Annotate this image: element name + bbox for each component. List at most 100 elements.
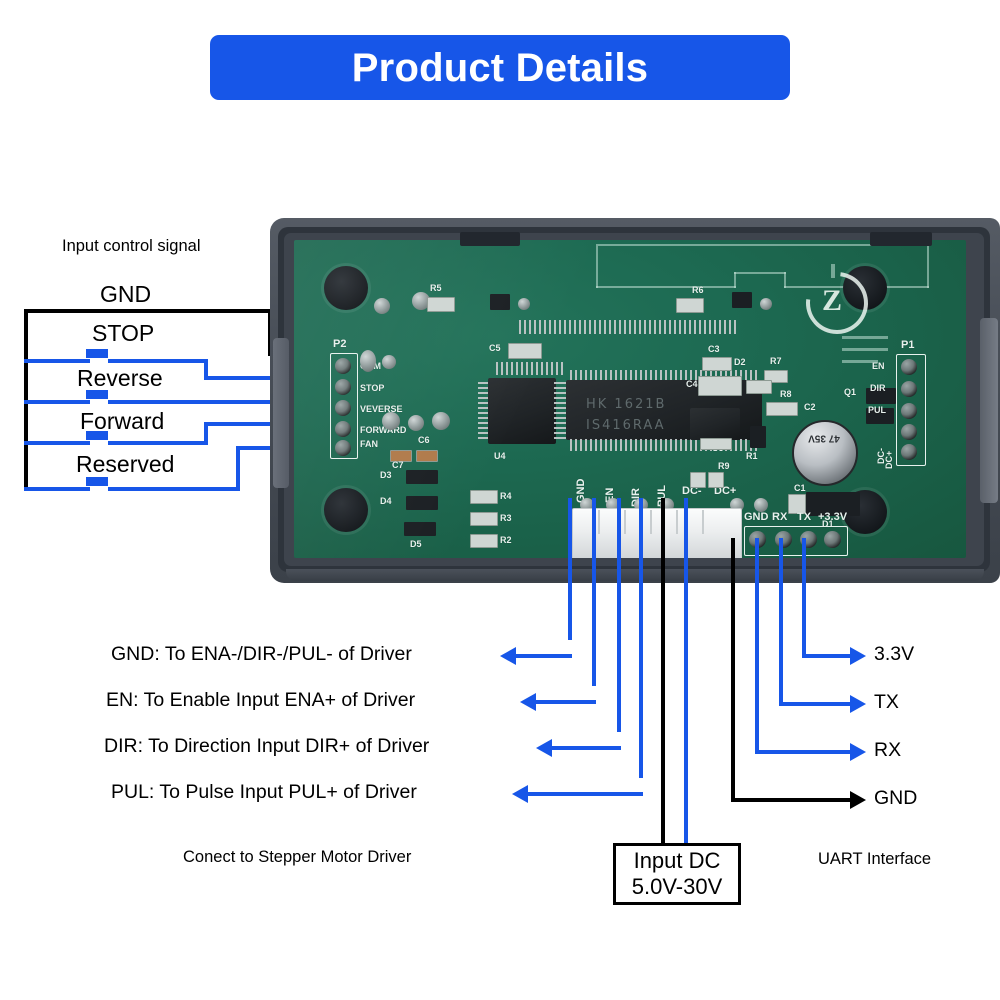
stepper-driver-caption: Conect to Stepper Motor Driver xyxy=(183,848,412,866)
switch-reverse-to-pin xyxy=(108,400,323,404)
ic-marking-line2: IS416RAA xyxy=(586,418,666,433)
wire-uart-tx xyxy=(779,538,783,706)
p2-pin-fan[interactable] xyxy=(335,440,351,456)
wire-en-run xyxy=(536,700,596,704)
controller-board-photo: R5 R6 C5 P2 COM STOP VEVERSE xyxy=(270,218,1000,583)
silk-p1-dir: DIR xyxy=(870,383,886,393)
switch-forward-to-pin xyxy=(204,422,323,426)
p1-pin-pul[interactable] xyxy=(901,403,917,419)
uart-label-gnd: GND xyxy=(874,787,918,809)
wire-conn-en xyxy=(592,498,596,686)
p1-pin-dir[interactable] xyxy=(901,381,917,397)
uart-label-tx: TX xyxy=(874,691,899,713)
mounting-hole-top-right xyxy=(843,266,887,310)
arrow-rx xyxy=(850,743,866,761)
uart-label-rx: RX xyxy=(874,739,902,761)
silk-ref-c6: C6 xyxy=(418,435,430,445)
enclosure-left-tab xyxy=(273,338,289,488)
switch-forward-contact xyxy=(86,431,108,440)
silk-ref-d2: D2 xyxy=(734,357,746,367)
silk-ref-c2: C2 xyxy=(804,402,816,412)
arrow-3v3 xyxy=(850,647,866,665)
silk-ref-r7: R7 xyxy=(770,356,782,366)
uart-pin-rx[interactable] xyxy=(775,531,792,548)
silk-ref-c7: C7 xyxy=(392,460,404,470)
wire-dir-run xyxy=(552,746,621,750)
arrow-tx xyxy=(850,695,866,713)
silk-conn-dcpos: DC+ xyxy=(714,485,737,497)
silk-uart-gnd: GND xyxy=(744,511,769,523)
silk-uart-rx: RX xyxy=(772,511,788,523)
page-title: Product Details xyxy=(351,45,649,90)
switch-reserved-right-lead xyxy=(108,487,240,491)
silk-ref-d5: D5 xyxy=(410,539,422,549)
silk-ref-p2: P2 xyxy=(333,338,347,350)
switch-stop-right-lead xyxy=(108,359,208,363)
silk-ref-p1: P1 xyxy=(901,339,915,351)
silk-ref-c1: C1 xyxy=(794,483,806,493)
six-pin-connector[interactable] xyxy=(572,508,742,558)
switch-reserved-riser xyxy=(236,446,240,491)
input-dc-line2: 5.0V-30V xyxy=(631,874,723,899)
wire-uartgnd-run xyxy=(731,798,852,802)
input-dc-line1: Input DC xyxy=(633,848,721,874)
wire-conn-dcneg xyxy=(661,498,665,846)
switch-stop-contact xyxy=(86,349,108,358)
silk-ref-c5: C5 xyxy=(489,343,501,353)
p1-pin-dcneg[interactable] xyxy=(901,424,917,440)
signal-label-stop: STOP xyxy=(92,320,155,346)
silk-p1-en: EN xyxy=(872,361,885,371)
wire-rx-run xyxy=(755,750,852,754)
arrow-gnd-driver xyxy=(500,647,516,665)
uart-pin-3v3[interactable] xyxy=(824,531,841,548)
p2-pin-forward[interactable] xyxy=(335,421,351,437)
silk-uart-3v3: +3.3V xyxy=(818,511,848,523)
silk-ref-d3: D3 xyxy=(380,470,392,480)
silk-ref-r3: R3 xyxy=(500,513,512,523)
page-title-banner: Product Details xyxy=(210,35,790,100)
driver-line-dir: DIR: To Direction Input DIR+ of Driver xyxy=(104,735,430,757)
driver-line-gnd: GND: To ENA-/DIR-/PUL- of Driver xyxy=(111,643,412,665)
arrow-en-driver xyxy=(520,693,536,711)
p2-pin-stop[interactable] xyxy=(335,379,351,395)
switch-reserved-contact xyxy=(86,477,108,486)
silk-ref-r5: R5 xyxy=(430,283,442,293)
p2-pin-com[interactable] xyxy=(335,358,351,374)
pcb: R5 R6 C5 P2 COM STOP VEVERSE xyxy=(294,240,966,558)
mounting-hole-top-left xyxy=(324,266,368,310)
driver-line-pul: PUL: To Pulse Input PUL+ of Driver xyxy=(111,781,417,803)
switch-stop-left-lead xyxy=(24,359,90,363)
silk-ref-r1: R1 xyxy=(746,451,758,461)
silk-p2-stop: STOP xyxy=(360,383,385,393)
p1-pin-en[interactable] xyxy=(901,359,917,375)
silk-p2-forward: FORWARD xyxy=(360,425,407,435)
p2-pin-reverse[interactable] xyxy=(335,400,351,416)
wire-uart-3v3 xyxy=(802,538,806,658)
driver-line-en: EN: To Enable Input ENA+ of Driver xyxy=(106,689,416,711)
silk-ref-d1: D1 xyxy=(822,519,834,529)
arrow-pul-driver xyxy=(512,785,528,803)
wire-conn-dir xyxy=(617,498,621,732)
wire-gnd-run xyxy=(516,654,572,658)
switch-stop-riser xyxy=(204,359,208,380)
switch-reverse-left-lead xyxy=(24,400,90,404)
electrolytic-capacitor xyxy=(792,420,858,486)
uart-header-outline xyxy=(744,526,848,556)
signal-label-gnd: GND xyxy=(100,281,152,307)
uart-interface-caption: UART Interface xyxy=(818,850,932,868)
silk-p1-dcpos: DC+ xyxy=(884,450,894,469)
wire-conn-dcpos xyxy=(684,498,688,846)
arrow-dir-driver xyxy=(536,739,552,757)
signal-label-reserved: Reserved xyxy=(76,451,175,477)
switch-reserved-left-lead xyxy=(24,487,90,491)
wire-tx-run xyxy=(779,702,852,706)
wire-pul-run xyxy=(528,792,643,796)
uart-label-3v3: 3.3V xyxy=(874,643,915,665)
p1-pin-dcpos[interactable] xyxy=(901,444,917,460)
signal-label-reverse: Reverse xyxy=(77,365,163,391)
switch-forward-riser xyxy=(204,422,208,445)
switch-forward-left-lead xyxy=(24,441,90,445)
arrow-uart-gnd xyxy=(850,791,866,809)
silk-ref-r6: R6 xyxy=(692,285,704,295)
